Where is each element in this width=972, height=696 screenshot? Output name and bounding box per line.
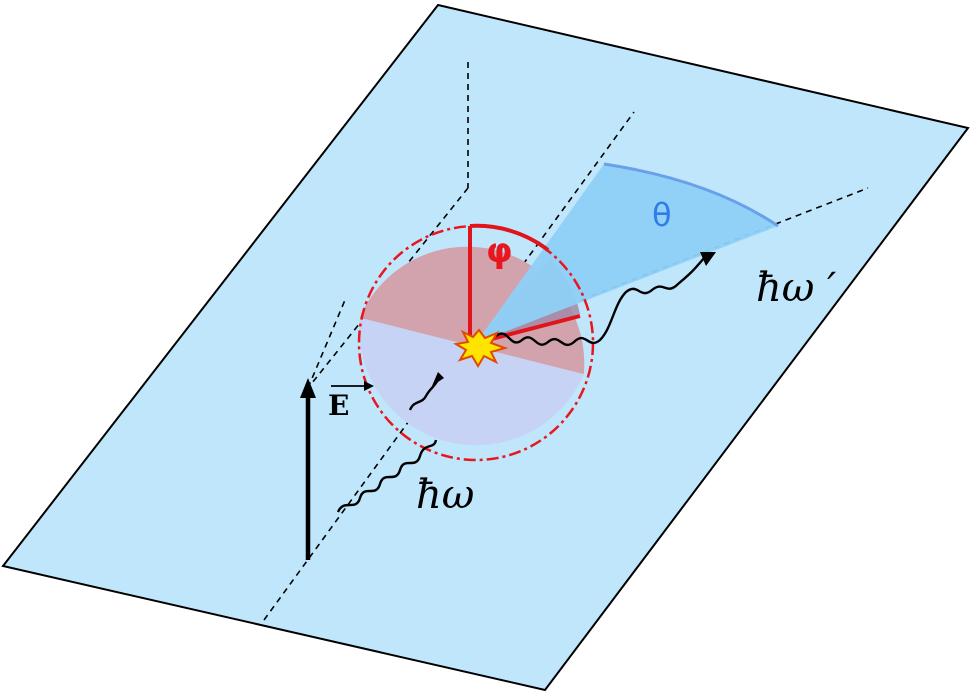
- polarization-guide-line: [307, 299, 346, 389]
- theta-arc: [603, 162, 779, 228]
- scattered-photon-wave-icon: [495, 252, 716, 347]
- phi-label: φ: [486, 231, 513, 271]
- theta-wedge: [476, 164, 778, 343]
- burst-icon: [453, 328, 509, 368]
- incident-beam-line: [263, 111, 635, 621]
- incident-photon-label: ħω: [416, 472, 474, 518]
- field-label: E: [328, 389, 349, 422]
- circle-lower-half: [359, 317, 584, 446]
- polarization-vector: [300, 378, 374, 560]
- theta-label: θ: [652, 196, 672, 234]
- scattered-photon-label: ħω ′: [756, 265, 836, 311]
- plane-guide-line: [307, 187, 469, 389]
- phi-arc: [469, 223, 550, 252]
- incident-photon-wave-icon: [336, 372, 444, 513]
